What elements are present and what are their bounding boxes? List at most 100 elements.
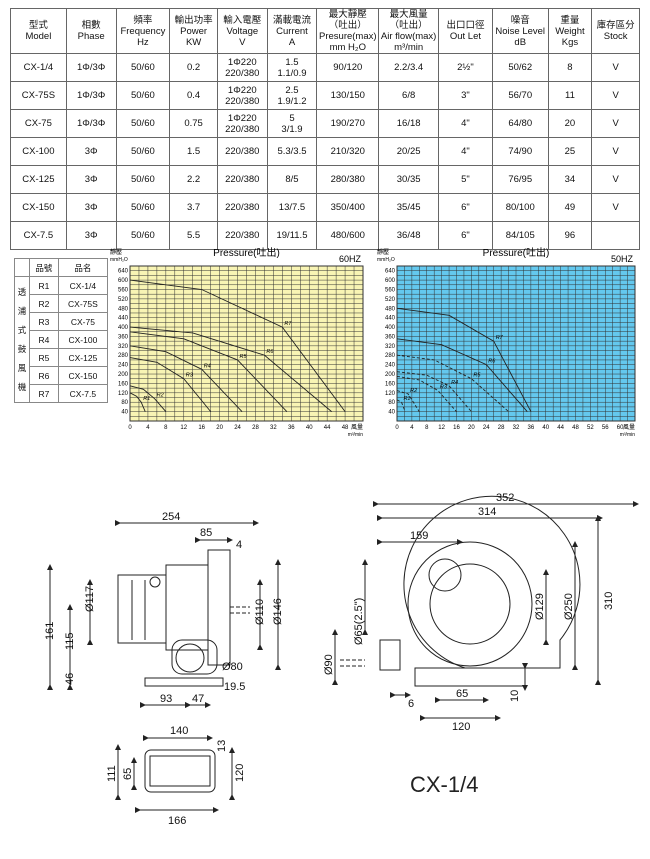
spec-cell: V — [591, 109, 640, 138]
x-tick-label: 8 — [425, 425, 429, 431]
spec-cell: 6/8 — [378, 81, 440, 110]
series-label: R2 — [410, 388, 417, 394]
x-tick-label: 20 — [468, 425, 475, 431]
x-tick-label: 20 — [216, 425, 223, 431]
series-curve — [396, 375, 457, 412]
series-label: R5 — [240, 354, 248, 360]
spec-cell: 3Φ — [65, 193, 117, 222]
x-tick-label: 56 — [602, 425, 609, 431]
x-axis-label: 風量 — [351, 424, 363, 431]
dim-front-4: Ø90 — [323, 654, 335, 675]
spec-cell: 30/35 — [378, 165, 440, 194]
x-tick-label: 16 — [198, 425, 205, 431]
y-tick-label: 200 — [385, 372, 396, 378]
spec-cell: CX-7.5 — [10, 221, 67, 250]
spec-cell: 50/60 — [115, 109, 171, 138]
legend-code: R1 — [29, 276, 59, 295]
spec-cell: 64/80 — [491, 109, 549, 138]
spec-cell: 49 — [547, 193, 593, 222]
dim-side-6: 46 — [64, 673, 76, 685]
dim-side-3: Ø117 — [84, 586, 96, 612]
spec-cell: 0.4 — [169, 81, 218, 110]
legend-code: R6 — [29, 366, 59, 385]
y-tick-label: 560 — [118, 287, 129, 293]
spec-cell: 8/5 — [266, 165, 318, 194]
dim-side-10: 93 — [160, 693, 172, 705]
dim-side-2: 4 — [236, 539, 242, 551]
y-tick-label: 280 — [118, 353, 129, 359]
dim-side-8: Ø146 — [272, 598, 284, 625]
spec-cell: V — [591, 137, 640, 166]
dim-side-7: Ø110 — [254, 599, 266, 625]
y-tick-label: 40 — [388, 410, 395, 416]
spec-cell: CX-75 — [10, 109, 67, 138]
x-tick-label: 0 — [395, 425, 399, 431]
y-tick-label: 480 — [385, 306, 396, 312]
dim-front-5: Ø129 — [534, 593, 546, 620]
spec-header-power: 輸出功率 Power KW — [169, 8, 218, 54]
spec-cell: V — [591, 81, 640, 110]
y-tick-label: 560 — [385, 287, 396, 293]
spec-cell: 350/400 — [316, 193, 380, 222]
dim-front-8: 6 — [408, 698, 414, 710]
series-curve — [396, 390, 420, 412]
x-tick-label: 8 — [164, 425, 168, 431]
dim-front-1: 314 — [478, 506, 496, 518]
spec-cell: 1Φ/3Φ — [65, 109, 117, 138]
front-view — [332, 495, 639, 721]
series-label: R1 — [403, 396, 410, 402]
y-tick-label: 400 — [118, 325, 129, 331]
spec-cell: 1Φ220 220/380 — [216, 53, 268, 82]
spec-cell: 90/120 — [316, 53, 380, 82]
spec-cell: 1Φ220 220/380 — [216, 109, 268, 138]
legend-name: CX-7.5 — [57, 384, 109, 403]
spec-cell: 4" — [438, 109, 493, 138]
series-curve — [129, 279, 346, 412]
spec-cell: 11 — [547, 81, 593, 110]
series-label: R6 — [266, 349, 274, 355]
y-tick-label: 520 — [118, 297, 129, 303]
y-tick-label: 320 — [118, 344, 129, 350]
x-tick-label: 40 — [306, 425, 313, 431]
x-tick-label: 12 — [438, 425, 445, 431]
dim-base-2: 111 — [106, 765, 118, 782]
spec-cell: 1Φ/3Φ — [65, 81, 117, 110]
spec-cell: 220/380 — [216, 137, 268, 166]
spec-header-row: 型式 Model 相數 Phase 頻率 Frequency Hz 輸出功率 P… — [10, 8, 640, 54]
spec-cell: V — [591, 193, 640, 222]
spec-cell: 220/380 — [216, 165, 268, 194]
dim-front-10: 120 — [452, 721, 470, 733]
spec-header-noise: 噪音 Noise Level dB — [491, 8, 549, 54]
spec-cell: 25 — [547, 137, 593, 166]
series-curve — [129, 357, 212, 412]
series-curve — [129, 326, 332, 412]
series-curve — [396, 371, 472, 412]
dim-side-0: 254 — [162, 511, 180, 523]
series-curve — [396, 307, 532, 412]
spec-cell: 2.2 — [169, 165, 218, 194]
spec-header-phase: 相數 Phase — [65, 8, 117, 54]
chart-title: Pressure(吐出) — [213, 246, 280, 259]
y-tick-label: 640 — [118, 269, 129, 275]
spec-table: 型式 Model 相數 Phase 頻率 Frequency Hz 輸出功率 P… — [10, 8, 640, 250]
y-tick-label: 240 — [118, 363, 129, 369]
dim-base-5: 166 — [168, 815, 186, 827]
dim-side-1: 85 — [200, 527, 212, 539]
series-label: R3 — [186, 373, 194, 379]
dim-front-7: 310 — [603, 592, 615, 610]
spec-cell: 5.5 — [169, 221, 218, 250]
dim-side-5: 161 — [44, 622, 56, 640]
y-axis-label: 靜壓 — [110, 248, 122, 256]
series-curve — [129, 345, 243, 412]
spec-cell: 190/270 — [316, 109, 380, 138]
series-label: R6 — [488, 359, 496, 365]
dim-base-3: 65 — [122, 768, 134, 780]
